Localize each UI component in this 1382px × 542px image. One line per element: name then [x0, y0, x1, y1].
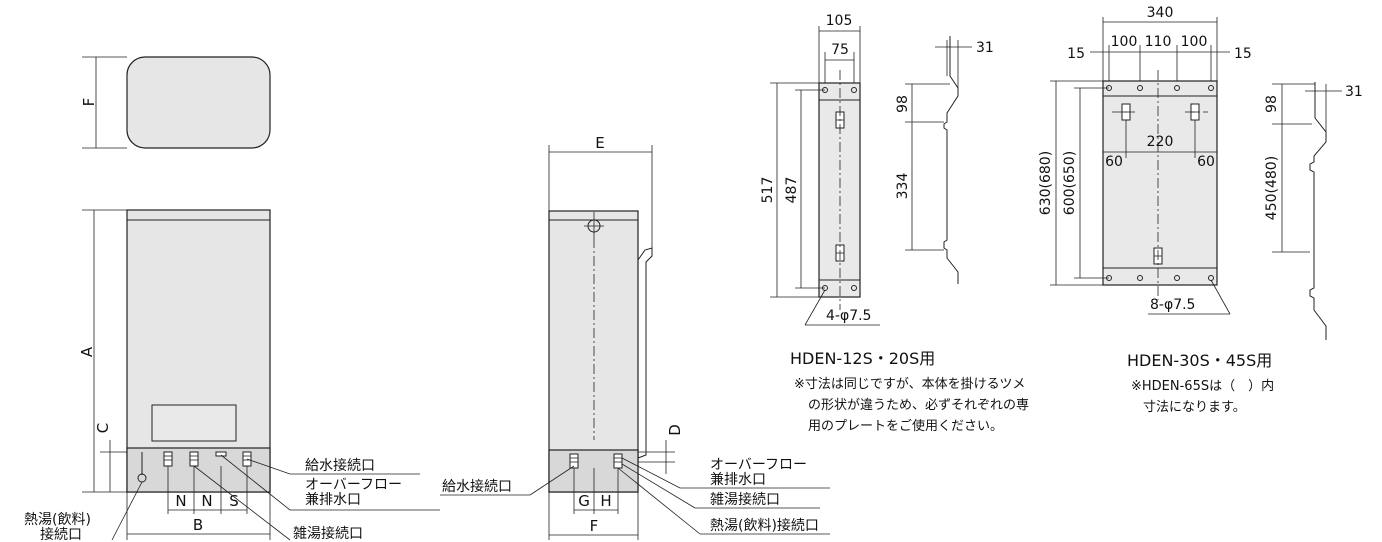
plate-small: 105 75 517 487 4-φ7.5 31 98 334 [760, 13, 1029, 434]
dim-110: 110 [1145, 34, 1172, 50]
dim-98-small: 98 [895, 95, 911, 113]
dim-H: H [600, 492, 611, 510]
front-panel-window [151, 404, 237, 442]
dim-D: D [666, 424, 684, 436]
dim-630: 630(680) [1038, 151, 1054, 215]
dim-15-left: 15 [1067, 46, 1085, 62]
note-small-3: 用のプレートをご使用ください。 [808, 418, 1003, 434]
dim-334: 334 [895, 173, 911, 200]
label-water-inlet-front: 給水接続口 [305, 457, 375, 474]
dim-600: 600(650) [1062, 151, 1078, 215]
dim-100-left: 100 [1111, 34, 1138, 50]
side-body [548, 210, 639, 493]
dim-450: 450(480) [1264, 156, 1280, 220]
dim-31-large: 31 [1345, 84, 1363, 100]
dim-487: 487 [784, 177, 800, 204]
label-hot-drink-side: 熱湯(飲料)接続口 [710, 517, 819, 534]
note-large-1: ※HDEN-65Sは（ ）内 [1131, 378, 1274, 394]
dim-105: 105 [826, 13, 853, 29]
note-small-2: の形状が違うため、必ずそれぞれの専 [808, 398, 1029, 413]
label-overflow-side-1: オーバーフロー [710, 457, 807, 473]
dim-C: C [94, 423, 112, 433]
dim-G: G [578, 492, 590, 510]
label-hot-drink-front-1: 熱湯(飲料) [24, 511, 91, 528]
label-overflow-side-2: 兼排水口 [710, 472, 766, 488]
caption-large: HDEN-30S・45S用 [1127, 351, 1272, 370]
dim-517: 517 [760, 177, 776, 204]
front-view: F A C [24, 56, 440, 542]
dim-F-top: F [80, 98, 98, 107]
dim-340: 340 [1147, 5, 1174, 21]
dim-S: S [229, 492, 239, 510]
dim-15-right: 15 [1234, 46, 1252, 62]
label-hot-drink-front-2: 接続口 [40, 526, 82, 542]
dim-75: 75 [831, 42, 849, 58]
holes-small: 4-φ7.5 [826, 308, 871, 324]
note-large-2: 寸法になります。 [1143, 400, 1246, 415]
dim-60-right: 60 [1197, 154, 1215, 170]
label-water-inlet-side: 給水接続口 [442, 478, 512, 495]
front-body [126, 209, 271, 493]
plate-large: 340 15 100 110 100 15 630(680) 600(650) … [1038, 5, 1363, 415]
dim-N1: N [175, 492, 186, 510]
label-overflow-front-1: オーバーフロー [305, 477, 402, 493]
dim-F-side: F [590, 517, 599, 535]
dim-60-left: 60 [1105, 154, 1123, 170]
dim-100-right: 100 [1181, 34, 1208, 50]
side-view: E D G H F 給水接続口 オーバーフロー 兼排水口 雑湯接続口 熱湯(飲料… [440, 134, 830, 540]
dim-E: E [595, 134, 604, 152]
label-misc-hot-front: 雑湯接続口 [293, 525, 363, 542]
side-base [548, 449, 639, 493]
note-small-1: ※寸法は同じですが、本体を掛けるツメ [794, 377, 1025, 392]
dim-220: 220 [1147, 134, 1174, 150]
dim-N2: N [201, 492, 212, 510]
label-overflow-front-2: 兼排水口 [305, 492, 361, 508]
top-view-outline [126, 56, 271, 149]
holes-large: 8-φ7.5 [1150, 297, 1195, 313]
dim-B: B [193, 516, 203, 534]
dim-98-large: 98 [1264, 95, 1280, 113]
dim-31-small: 31 [976, 40, 994, 56]
caption-small: HDEN-12S・20S用 [790, 349, 935, 368]
label-misc-hot-side: 雑湯接続口 [710, 491, 780, 508]
dim-A: A [78, 346, 96, 357]
